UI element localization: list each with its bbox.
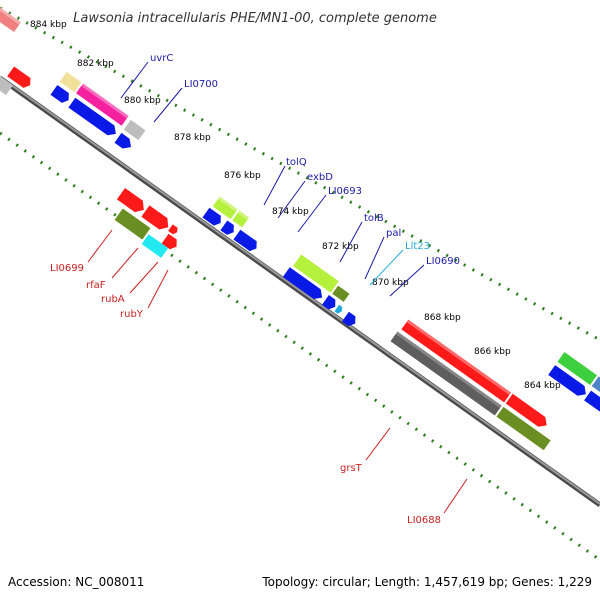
tick-label: 868 kbp	[424, 313, 461, 323]
gene-label-grst[interactable]: grsT	[340, 463, 363, 474]
accession-text: Accession: NC_008011	[8, 575, 144, 589]
gene-label-rfaf[interactable]: rfaF	[86, 280, 106, 291]
gene-arrow-blue[interactable]	[584, 390, 600, 425]
gene-cluster-rub	[114, 188, 180, 258]
gene-label-li0700[interactable]: LI0700	[184, 79, 218, 90]
tick-label: 882 kbp	[77, 59, 114, 69]
gene-arrow-red[interactable]	[168, 224, 179, 235]
gene-arrow-red[interactable]	[141, 205, 172, 233]
gene-label-li0688[interactable]: LI0688	[407, 515, 441, 526]
gene-block-tolb[interactable]	[293, 254, 339, 293]
map-title: Lawsonia intracellularis PHE/MN1-00, com…	[73, 11, 437, 26]
gene-label-uvrc[interactable]: uvrC	[150, 53, 173, 64]
gene-arrow-cyan[interactable]	[334, 304, 344, 315]
tick-labels: 884 kbp 882 kbp 880 kbp 878 kbp 876 kbp …	[30, 20, 561, 391]
gene-block-pink[interactable]	[0, 0, 21, 33]
gene-arrow-blue[interactable]	[68, 97, 119, 139]
gene-labels: uvrC LI0700 tolQ exbD LI0693 tolB pal Ll…	[50, 53, 460, 526]
gene-label-li0699[interactable]: LI0699	[50, 263, 84, 274]
gene-label-exbd[interactable]: exbD	[307, 172, 333, 183]
tick-label: 866 kbp	[474, 347, 511, 357]
gene-block-li0688[interactable]	[496, 406, 551, 451]
gene-block-gray[interactable]	[0, 67, 13, 96]
tick-ring-outer	[0, 6, 600, 342]
tick-label: 872 kbp	[322, 242, 359, 252]
topology-text: Topology: circular; Length: 1,457,619 bp…	[261, 575, 592, 589]
gene-arrow-blue[interactable]	[321, 295, 339, 312]
tick-label: 878 kbp	[174, 133, 211, 143]
gene-block-tan[interactable]	[59, 71, 82, 93]
tick-label: 880 kbp	[124, 96, 161, 106]
gene-block-rfaf[interactable]	[114, 208, 151, 240]
gene-label-li0690[interactable]: LI0690	[426, 256, 460, 267]
gene-block-gray[interactable]	[123, 119, 146, 141]
gene-block-tolq[interactable]	[212, 196, 238, 220]
gene-block-exbd[interactable]	[232, 210, 250, 228]
tick-label: 874 kbp	[272, 207, 309, 217]
gene-label-tolq[interactable]: tolQ	[286, 157, 307, 168]
gene-block-uvrc[interactable]	[76, 83, 129, 126]
gene-label-li0693[interactable]: LI0693	[328, 186, 362, 197]
gene-arrow-red[interactable]	[161, 233, 180, 252]
genome-backbone	[0, 75, 600, 508]
tick-label: 884 kbp	[30, 20, 67, 30]
tick-label: 876 kbp	[224, 171, 261, 181]
gene-label-pal[interactable]: pal	[386, 228, 401, 239]
gene-arrow-blue[interactable]	[548, 365, 589, 399]
gene-block-ruby[interactable]	[141, 234, 169, 258]
gene-block-green[interactable]	[557, 352, 598, 385]
tick-label: 864 kbp	[524, 381, 561, 391]
gene-label-ruby[interactable]: rubY	[120, 309, 144, 320]
gene-block-red[interactable]	[401, 319, 512, 403]
gene-arrow-blue[interactable]	[341, 311, 359, 329]
gene-label-ruba[interactable]: rubA	[101, 294, 125, 305]
gene-arrow-blue[interactable]	[202, 207, 224, 228]
gene-arrow-blue[interactable]	[220, 220, 237, 237]
gene-arrow-blue[interactable]	[282, 267, 326, 302]
gene-arrow-blue[interactable]	[114, 132, 134, 152]
gene-label-llt23[interactable]: Llt23	[405, 241, 430, 252]
gene-arrow-red[interactable]	[505, 393, 550, 430]
gene-block-pal[interactable]	[332, 285, 350, 302]
callout-lines	[87, 61, 468, 514]
gene-label-tolb[interactable]: tolB	[364, 213, 384, 224]
gene-arrow-red[interactable]	[116, 188, 148, 216]
gene-track	[0, 0, 600, 451]
gene-arrow-blue[interactable]	[50, 84, 72, 105]
gene-arrow-red[interactable]	[7, 66, 34, 90]
gene-block-grst[interactable]	[390, 331, 502, 416]
tick-label: 870 kbp	[372, 278, 409, 288]
gene-arrow-blue[interactable]	[233, 229, 260, 254]
